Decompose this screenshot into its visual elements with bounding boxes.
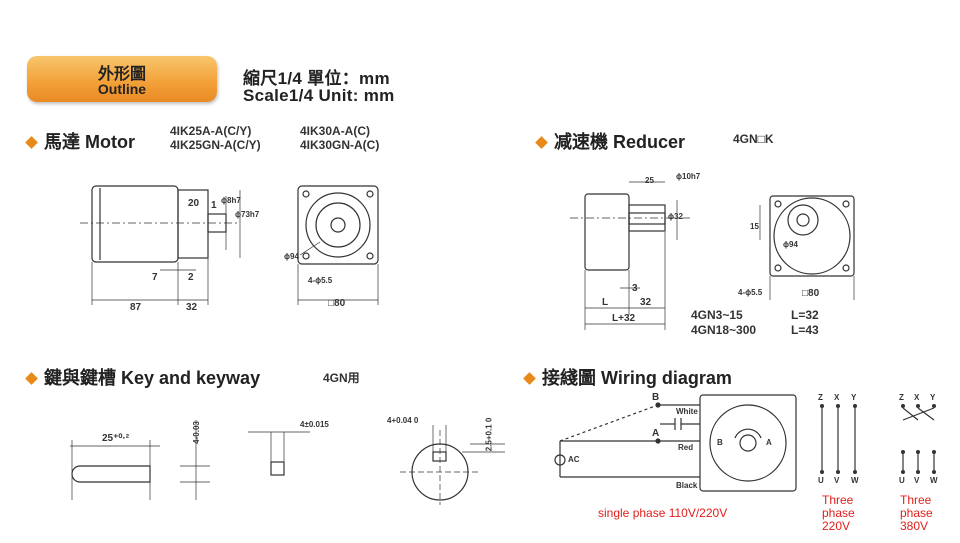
key-model: 4GN用 <box>323 371 360 385</box>
wire-label-a: A <box>652 428 660 439</box>
dim-label: 25 <box>645 176 654 185</box>
dim-label: □80 <box>802 288 820 299</box>
wire-label-ac: AC <box>568 455 580 464</box>
caption-line: Three <box>822 493 854 507</box>
terminal-label: V <box>914 476 920 485</box>
caption-single-phase: single phase 110V/220V <box>598 506 728 520</box>
caption-three-phase-220: Three phase 220V <box>822 494 855 533</box>
terminal-label: Z <box>818 393 823 402</box>
reducer-model: 4GN□K <box>733 132 774 146</box>
reducer-heading: 减速機 Reducer <box>535 128 686 154</box>
dim-label: 4-ϕ5.5 <box>738 288 763 297</box>
dim-label: 7 <box>152 272 158 283</box>
dim-label: 3 <box>632 283 638 294</box>
motor-side-view <box>80 185 241 305</box>
reducer-front-view <box>759 195 855 300</box>
terminal-label: U <box>899 476 905 485</box>
dim-label: ϕ73h7 <box>235 210 260 219</box>
motor-terminal-a: A <box>766 438 772 447</box>
terminal-label: V <box>834 476 840 485</box>
caption-three-phase-380: Three phase 380V <box>900 494 933 533</box>
dim-label: 15 <box>750 222 759 231</box>
scale-unit-en: Scale1/4 Unit: mm <box>243 86 395 105</box>
terminal-label: X <box>834 393 840 402</box>
dim-label: 20 <box>188 198 200 209</box>
outline-badge: 外形圖 Outline <box>27 56 217 102</box>
key-heading: 鍵與鍵槽 Key and keyway <box>25 364 261 390</box>
wire-label-white: White <box>676 407 698 416</box>
dim-label: ϕ94 <box>284 252 299 261</box>
dim-label: 1 <box>211 200 217 211</box>
dim-label: L+32 <box>612 313 636 324</box>
key-title: 鍵與鍵槽 Key and keyway <box>44 368 261 388</box>
reducer-spec-model: 4GN3~15 <box>691 308 743 322</box>
caption-line: Three <box>900 493 932 507</box>
dim-label: 2 <box>188 272 194 283</box>
badge-title-en: Outline <box>97 81 147 97</box>
terminal-label: X <box>914 393 920 402</box>
dim-label: ϕ10h7 <box>676 172 701 181</box>
wire-label-red: Red <box>678 443 694 452</box>
terminal-label: Y <box>930 393 936 402</box>
motor-terminal-b: B <box>717 438 723 447</box>
reducer-spec-length: L=32 <box>791 308 819 322</box>
terminal-label: Y <box>851 393 857 402</box>
terminal-label: Z <box>899 393 904 402</box>
dim-label: L <box>602 297 609 308</box>
dim-label: 25⁺⁰·² <box>102 433 130 444</box>
wire-label-black: Black <box>676 481 698 490</box>
reducer-spec-length: L=43 <box>791 323 819 337</box>
terminal-label: U <box>818 476 824 485</box>
dim-label: ϕ94 <box>783 240 798 249</box>
motor-models-left: 4IK25A-A(C/Y) 4IK25GN-A(C/Y) <box>170 124 261 152</box>
dim-label: 4±0.015 <box>300 420 329 429</box>
wiring-heading: 接綫圖 Wiring diagram <box>523 364 732 390</box>
motor-model: 4IK30GN-A(C) <box>300 138 380 152</box>
dim-label: 32 <box>640 297 652 308</box>
dim-label: 32 <box>186 302 198 313</box>
caption-line: 220V <box>822 519 851 533</box>
motor-model: 4IK30A-A(C) <box>300 124 371 138</box>
terminal-label: W <box>930 476 938 485</box>
reducer-side-view <box>570 181 690 330</box>
dim-label: 2.5+0.1 0 <box>484 417 494 452</box>
reducer-title: 减速機 Reducer <box>554 132 686 152</box>
motor-models-right: 4IK30A-A(C) 4IK30GN-A(C) <box>300 124 379 152</box>
terminal-label: W <box>851 476 859 485</box>
dim-label: 4+0.04 0 <box>387 416 419 425</box>
dim-label: □80 <box>328 298 346 309</box>
keyway-section <box>400 425 505 505</box>
motor-front-view <box>297 185 379 305</box>
motor-heading: 馬達 Motor <box>25 128 135 154</box>
motor-model: 4IK25A-A(C/Y) <box>170 124 252 138</box>
reducer-spec-model: 4GN18~300 <box>691 323 757 337</box>
key-drawing <box>70 420 210 500</box>
badge-title-cn: 外形圖 <box>97 66 146 83</box>
dim-label: 87 <box>130 302 142 313</box>
scale-unit-cn: 縮尺1/4 單位：mm <box>243 69 390 88</box>
caption-line: 380V <box>900 519 929 533</box>
wire-label-b: B <box>652 392 660 403</box>
dim-label: 4-ϕ5.5 <box>308 276 333 285</box>
wiring-title: 接綫圖 Wiring diagram <box>542 368 732 388</box>
motor-title: 馬達 Motor <box>44 132 135 152</box>
motor-model: 4IK25GN-A(C/Y) <box>170 138 261 152</box>
dim-label: ϕ8h7 <box>221 196 241 205</box>
dim-label: 4-0.03 <box>191 421 201 444</box>
key-section <box>248 431 310 476</box>
dim-label: ϕ32 <box>668 212 683 221</box>
wiring-schematic <box>554 394 935 492</box>
caption-line: phase <box>822 506 855 520</box>
caption-line: phase <box>900 506 933 520</box>
